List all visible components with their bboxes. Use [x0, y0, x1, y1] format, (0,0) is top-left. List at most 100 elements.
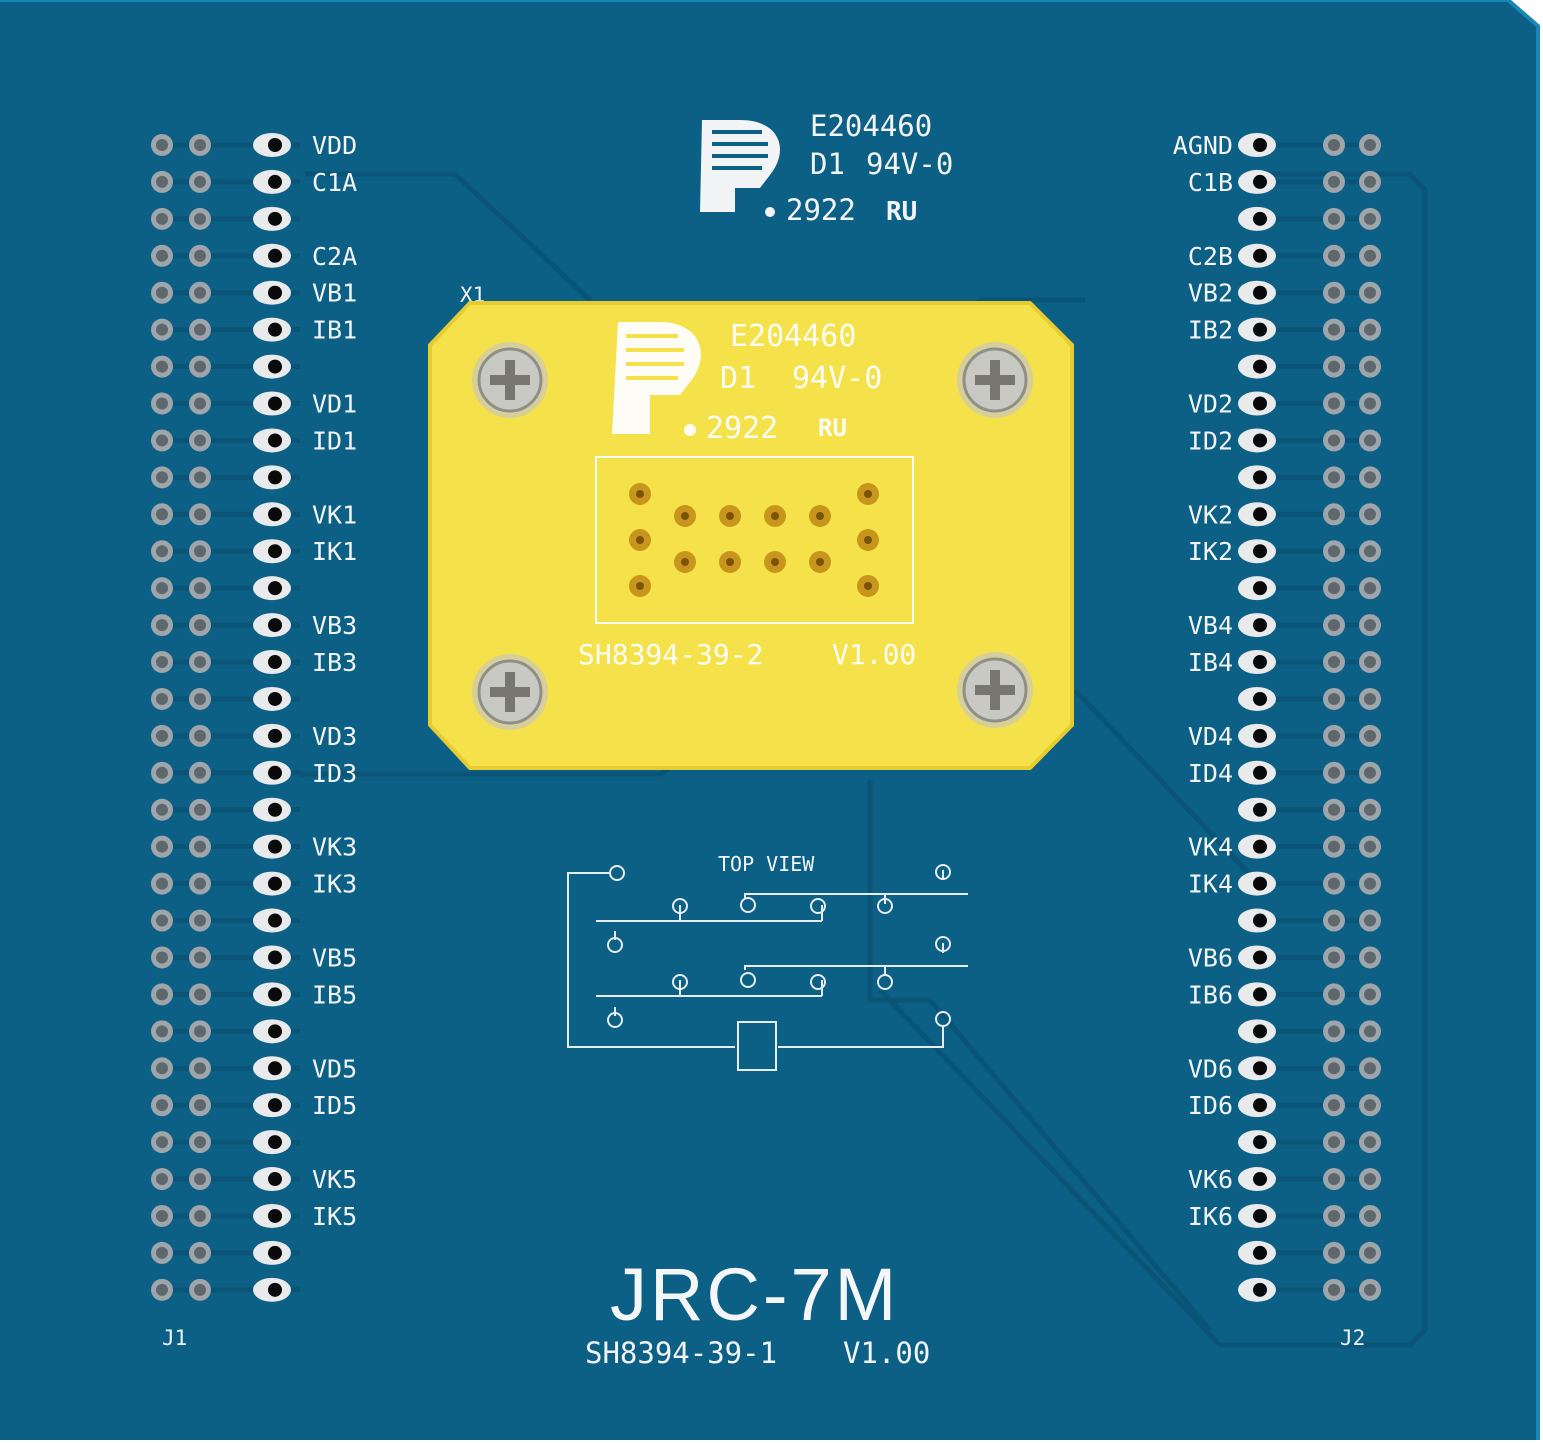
socket-pad-hole	[726, 558, 734, 566]
j2-pin-pad	[1323, 429, 1345, 452]
j1-pin-pad	[189, 687, 211, 710]
j1-pin-pad	[151, 761, 173, 784]
j2-pin-pad	[1323, 207, 1345, 230]
adapter-part-number: SH8394-39-2	[578, 638, 763, 671]
j2-signal-pad	[1238, 133, 1276, 157]
j1-pin-pad	[151, 1241, 173, 1264]
j2-pin-pad	[1359, 392, 1381, 415]
j1-signal-pad	[253, 760, 291, 785]
socket-pad-hole	[636, 536, 644, 544]
j2-pin-label: IB6	[1188, 980, 1233, 1009]
j2-pin-pad	[1323, 835, 1345, 858]
j2-pin-pad	[1359, 651, 1381, 674]
j1-signal-pad	[253, 686, 291, 711]
j2-signal-pad	[1238, 539, 1276, 564]
j2-pin-pad	[1359, 1204, 1381, 1227]
j1-pin-pad	[189, 503, 211, 526]
board-part-number: SH8394-39-1	[585, 1336, 777, 1370]
j2-pin-pad	[1323, 1020, 1345, 1043]
j2-signal-pad	[1238, 1130, 1276, 1155]
socket-pad-hole	[726, 512, 734, 520]
j1-signal-pad	[253, 1056, 291, 1081]
j2-pin-pad	[1359, 540, 1381, 563]
j1-pin-pad	[151, 170, 173, 193]
j1-pin-label: VK3	[312, 833, 357, 862]
j1-signal-pad	[253, 169, 291, 194]
j1-pin-pad	[151, 134, 173, 156]
p-logo-icon	[700, 120, 780, 217]
j2-signal-pad	[1238, 354, 1276, 379]
j1-pin-label: ID5	[312, 1091, 357, 1120]
j2-pin-label: VB6	[1188, 943, 1233, 972]
ul-grade: D1	[810, 147, 845, 181]
mounting-screws	[472, 342, 1033, 730]
j2-pin-pad	[1359, 724, 1381, 747]
j2-pin-pad	[1323, 761, 1345, 784]
j1-pin-pad	[151, 983, 173, 1006]
j2-pin-pad	[1359, 835, 1381, 858]
j2-pin-pad	[1359, 1094, 1381, 1117]
j1-pin-pad	[151, 207, 173, 230]
j2-pin-pad	[1359, 1241, 1381, 1264]
j1-pin-pad	[189, 909, 211, 932]
j1-pin-pad	[189, 1168, 211, 1191]
j2-signal-pad	[1238, 576, 1276, 601]
j2-pin-pad	[1359, 872, 1381, 895]
header-j1: VDDC1AC2AVB1IB1VD1ID1VK1IK1VB3IB3VD3ID3V…	[151, 131, 357, 1302]
j1-pin-label: VK1	[312, 500, 357, 529]
relay-schematic	[567, 864, 968, 1071]
j2-signal-pad	[1238, 317, 1276, 342]
j2-signal-pad	[1238, 1167, 1276, 1192]
j2-pin-pad	[1323, 281, 1345, 304]
socket-pad-hole	[864, 536, 872, 544]
j2-pin-pad	[1323, 1204, 1345, 1227]
j1-pin-pad	[189, 1094, 211, 1117]
j2-pin-label: VB2	[1188, 279, 1233, 308]
j1-pin-pad	[189, 983, 211, 1006]
j1-pin-pad	[189, 577, 211, 600]
j1-pin-pad	[151, 318, 173, 341]
header-j2: AGNDC1BC2BVB2IB2VD2ID2VK2IK2VB4IB4VD4ID4…	[1173, 131, 1381, 1302]
j2-pin-pad	[1359, 798, 1381, 821]
j2-pin-pad	[1323, 687, 1345, 710]
j1-pin-pad	[189, 651, 211, 674]
j2-pin-label: VD2	[1188, 390, 1233, 419]
j2-signal-pad	[1238, 686, 1276, 711]
j1-pin-pad	[189, 170, 211, 193]
adapter-ul-recognized-icon: RU	[818, 414, 847, 442]
j2-signal-pad	[1238, 1240, 1276, 1265]
j2-pin-pad	[1323, 318, 1345, 341]
j1-pin-pad	[151, 1094, 173, 1117]
j2-pin-pad	[1359, 318, 1381, 341]
j2-signal-pad	[1238, 391, 1276, 416]
j1-pin-pad	[151, 724, 173, 747]
j1-pin-pad	[189, 466, 211, 489]
j1-pin-pad	[189, 1057, 211, 1080]
j2-pin-label: C1B	[1188, 168, 1233, 197]
j1-signal-pad	[253, 1019, 291, 1044]
ul-recognized-icon: RU	[886, 197, 917, 227]
socket-pad-hole	[864, 582, 872, 590]
j1-pin-pad	[189, 872, 211, 895]
j2-pin-pad	[1323, 614, 1345, 637]
j2-signal-pad	[1238, 1203, 1276, 1228]
j2-pin-pad	[1359, 577, 1381, 600]
j1-pin-pad	[151, 687, 173, 710]
j1-pin-label: IB5	[312, 980, 357, 1009]
j2-pin-pad	[1359, 503, 1381, 526]
j1-pin-label: ID3	[312, 759, 357, 788]
j1-pin-pad	[151, 429, 173, 452]
j1-signal-pad	[253, 613, 291, 638]
j2-signal-pad	[1238, 1093, 1276, 1118]
j2-pin-label: IB2	[1188, 316, 1233, 345]
j1-signal-pad	[253, 723, 291, 748]
j1-pin-pad	[151, 540, 173, 563]
j2-pin-label: IB4	[1188, 648, 1233, 677]
socket-pad-hole	[636, 490, 644, 498]
j1-pin-pad	[151, 392, 173, 415]
socket-outline	[595, 456, 914, 624]
j2-signal-pad	[1238, 908, 1276, 933]
j1-pin-pad	[189, 134, 211, 156]
j2-pin-pad	[1323, 1168, 1345, 1191]
j2-signal-pad	[1238, 1019, 1276, 1044]
